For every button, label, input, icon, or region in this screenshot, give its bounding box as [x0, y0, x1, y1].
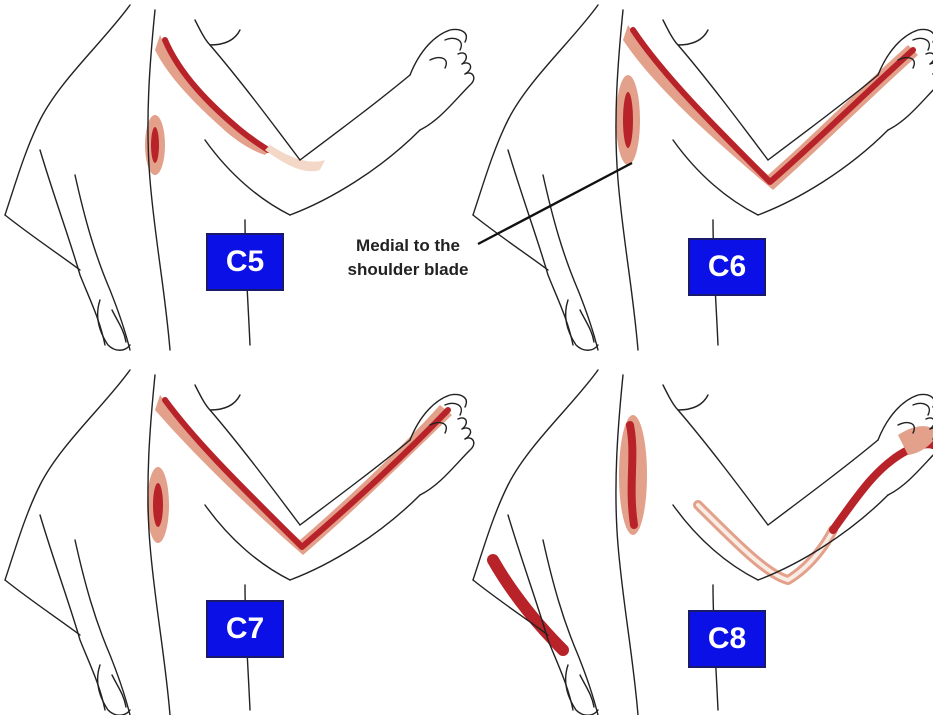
label-c8: C8 [688, 610, 766, 668]
c7-light-zone [155, 395, 452, 555]
panel-c5 [5, 5, 474, 350]
callout-line-1: Medial to the [328, 234, 488, 258]
c8-hanging-forearm [493, 560, 563, 650]
c5-scapula-dark [151, 127, 159, 163]
callout-text: Medial to the shoulder blade [328, 234, 488, 282]
label-c6: C6 [688, 238, 766, 296]
callout-line-2: shoulder blade [328, 258, 488, 282]
label-c5: C5 [206, 233, 284, 291]
c5-dark-zone [165, 40, 268, 150]
c7-scapula-dark [153, 483, 163, 527]
callout-pointer [478, 163, 632, 244]
c8-scapula-dark [630, 425, 634, 525]
panel-c7 [5, 370, 474, 715]
c8-forearm-dark [833, 444, 933, 530]
c6-light-zone [623, 25, 918, 190]
panel-c6 [473, 5, 933, 350]
c5-elbow-pale [265, 145, 325, 171]
c6-scapula-dark [623, 92, 633, 148]
c7-dark-zone [165, 400, 448, 547]
c6-dark-zone [633, 30, 913, 182]
label-c7: C7 [206, 600, 284, 658]
c8-inner-arm-pale [698, 505, 833, 580]
